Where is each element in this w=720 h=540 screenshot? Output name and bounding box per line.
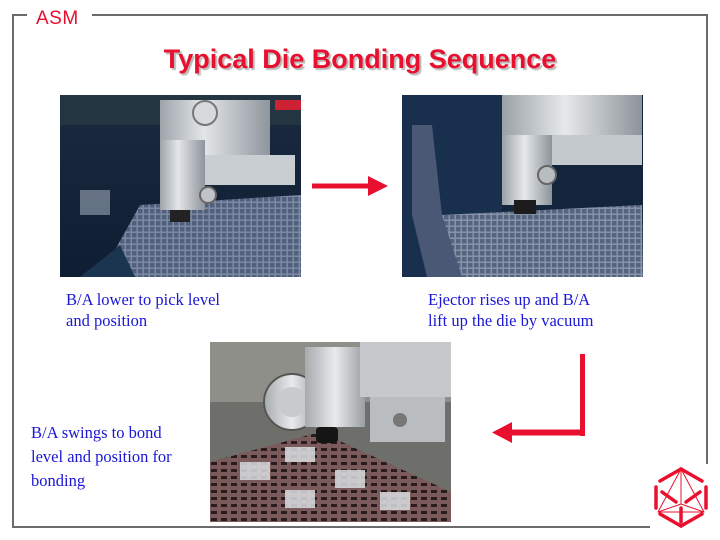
step1-caption-line1: B/A lower to pick level <box>66 290 220 309</box>
die-pick-photo <box>60 95 301 277</box>
die-eject-photo <box>402 95 643 277</box>
step3-caption-line3: bonding <box>31 471 86 490</box>
step2-caption: Ejector rises up and B/A lift up the die… <box>428 289 658 331</box>
slide-title: Typical Die Bonding Sequence <box>163 44 557 74</box>
right-arrow-icon <box>310 174 390 198</box>
elbow-arrow-icon <box>488 350 588 445</box>
step2-caption-line1: Ejector rises up and B/A <box>428 290 591 309</box>
frame-bottom <box>12 526 650 528</box>
asm-crystal-logo-icon <box>650 464 712 532</box>
step3-caption-line1: B/A swings to bond <box>31 423 162 442</box>
frame-right <box>706 14 708 464</box>
step3-caption-line2: level and position for <box>31 447 172 466</box>
die-bond-photo <box>210 342 451 522</box>
frame-top-left-stub <box>12 14 27 16</box>
step3-caption: B/A swings to bond level and position fo… <box>31 421 211 493</box>
step2-caption-line2: lift up the die by vacuum <box>428 311 594 330</box>
frame-top <box>92 14 708 16</box>
frame-left <box>12 14 14 527</box>
step1-caption: B/A lower to pick level and position <box>66 289 296 331</box>
step1-caption-line2: and position <box>66 311 148 330</box>
brand-logo-text: ASM <box>36 8 79 29</box>
